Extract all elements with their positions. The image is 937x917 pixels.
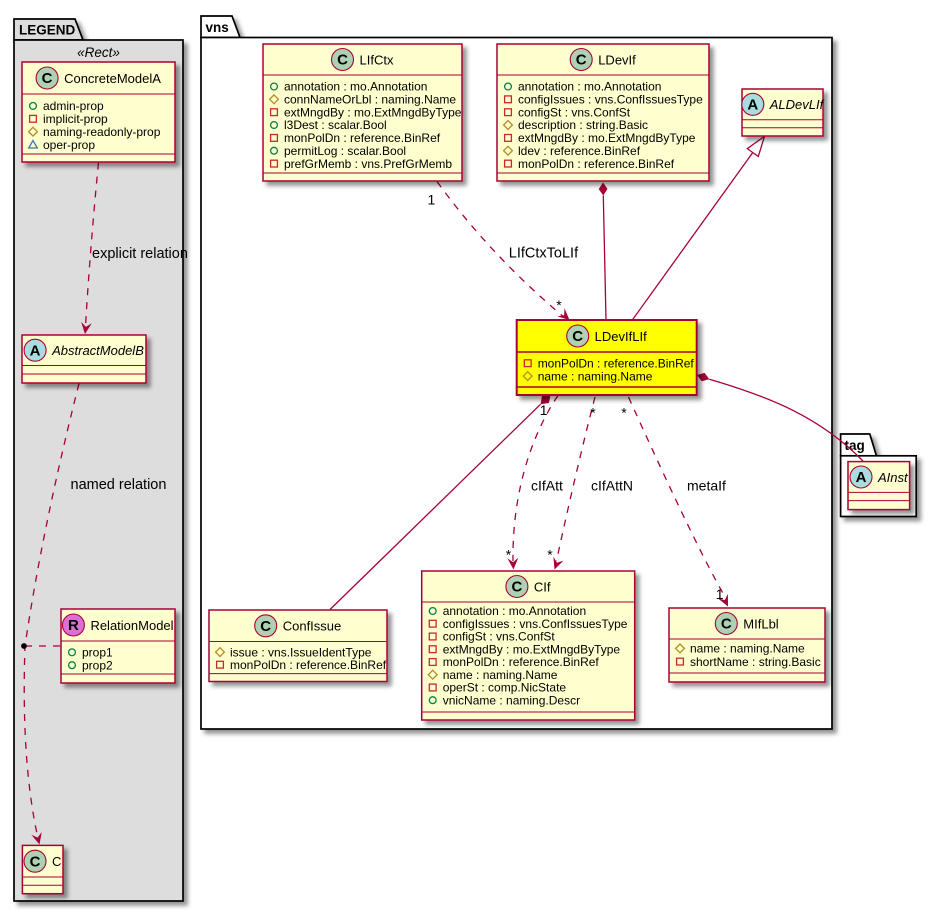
svg-text:l3Dest : scalar.Bool: l3Dest : scalar.Bool <box>284 118 387 132</box>
svg-text:metaIf: metaIf <box>687 478 726 494</box>
svg-text:*: * <box>547 547 553 563</box>
svg-text:extMngdBy : mo.ExtMngdByType: extMngdBy : mo.ExtMngdByType <box>443 642 621 656</box>
svg-text:AbstractModelB: AbstractModelB <box>51 343 144 358</box>
svg-text:permitLog : scalar.Bool: permitLog : scalar.Bool <box>284 144 406 158</box>
svg-text:ConcreteModelA: ConcreteModelA <box>64 71 161 86</box>
svg-text:oper-prop: oper-prop <box>43 138 95 152</box>
svg-text:tag: tag <box>845 438 865 453</box>
svg-text:implicit-prop: implicit-prop <box>43 112 108 126</box>
svg-text:monPolDn : reference.BinRef: monPolDn : reference.BinRef <box>443 655 600 669</box>
svg-text:monPolDn : reference.BinRef: monPolDn : reference.BinRef <box>518 157 675 171</box>
svg-text:1: 1 <box>716 586 724 602</box>
svg-text:C: C <box>511 579 522 596</box>
svg-text:A: A <box>856 469 867 486</box>
svg-text:C: C <box>576 52 587 69</box>
svg-text:configIssues : vns.ConfIssuesT: configIssues : vns.ConfIssuesType <box>443 617 628 631</box>
svg-text:cIfAtt: cIfAtt <box>531 477 563 493</box>
svg-text:extMngdBy : mo.ExtMngdByType: extMngdBy : mo.ExtMngdByType <box>518 131 696 145</box>
svg-text:1: 1 <box>540 402 548 418</box>
svg-text:LIfCtxToLIf: LIfCtxToLIf <box>509 245 579 261</box>
svg-text:monPolDn : reference.BinRef: monPolDn : reference.BinRef <box>284 131 441 145</box>
svg-text:LEGEND: LEGEND <box>19 23 76 38</box>
svg-text:LDevIfLIf: LDevIfLIf <box>595 329 647 344</box>
svg-text:annotation : mo.Annotation: annotation : mo.Annotation <box>518 80 661 94</box>
svg-text:C: C <box>30 853 41 870</box>
svg-text:C: C <box>52 854 61 869</box>
svg-text:monPolDn : reference.BinRef: monPolDn : reference.BinRef <box>538 356 695 370</box>
svg-text:prefGrMemb : vns.PrefGrMemb: prefGrMemb : vns.PrefGrMemb <box>284 157 452 171</box>
svg-text:*: * <box>506 547 512 563</box>
svg-text:configSt : vns.ConfSt: configSt : vns.ConfSt <box>518 105 631 119</box>
svg-text:*: * <box>590 405 596 421</box>
svg-text:ALDevLIf: ALDevLIf <box>769 97 825 112</box>
svg-text:A: A <box>30 342 41 359</box>
svg-text:cIfAttN: cIfAttN <box>591 477 633 493</box>
svg-text:*: * <box>621 405 627 421</box>
svg-text:LIfCtx: LIfCtx <box>360 52 394 67</box>
svg-text:configSt : vns.ConfSt: configSt : vns.ConfSt <box>443 630 556 644</box>
svg-text:named relation: named relation <box>71 477 167 493</box>
svg-text:ldev : reference.BinRef: ldev : reference.BinRef <box>518 144 641 158</box>
svg-text:C: C <box>337 52 348 69</box>
svg-text:monPolDn : reference.BinRef: monPolDn : reference.BinRef <box>230 658 387 672</box>
svg-text:operSt : comp.NicState: operSt : comp.NicState <box>443 681 567 695</box>
svg-text:connNameOrLbl : naming.Name: connNameOrLbl : naming.Name <box>284 93 456 107</box>
svg-text:name : naming.Name: name : naming.Name <box>690 642 805 656</box>
svg-text:MIfLbl: MIfLbl <box>743 616 779 631</box>
svg-text:RelationModel: RelationModel <box>90 618 173 633</box>
svg-text:C: C <box>572 328 583 345</box>
svg-text:R: R <box>68 617 79 634</box>
svg-text:1: 1 <box>428 192 436 208</box>
svg-text:shortName : string.Basic: shortName : string.Basic <box>690 655 821 669</box>
svg-text:AInst: AInst <box>877 470 909 485</box>
svg-text:name : naming.Name: name : naming.Name <box>538 369 653 383</box>
svg-text:CIf: CIf <box>534 579 551 594</box>
svg-text:vns: vns <box>206 20 229 35</box>
svg-text:A: A <box>747 97 758 114</box>
svg-text:name : naming.Name: name : naming.Name <box>443 668 558 682</box>
svg-text:issue : vns.IssueIdentType: issue : vns.IssueIdentType <box>230 645 372 659</box>
svg-text:annotation : mo.Annotation: annotation : mo.Annotation <box>284 80 427 94</box>
svg-text:«Rect»: «Rect» <box>77 45 120 60</box>
svg-text:explicit relation: explicit relation <box>92 246 188 262</box>
svg-text:vnicName : naming.Descr: vnicName : naming.Descr <box>443 693 580 707</box>
svg-text:*: * <box>556 297 562 313</box>
svg-text:description : string.Basic: description : string.Basic <box>518 118 648 132</box>
svg-text:naming-readonly-prop: naming-readonly-prop <box>43 125 161 139</box>
svg-text:extMngdBy : mo.ExtMngdByType: extMngdBy : mo.ExtMngdByType <box>284 105 462 119</box>
svg-text:C: C <box>260 618 271 635</box>
svg-text:configIssues : vns.ConfIssuesT: configIssues : vns.ConfIssuesType <box>518 93 703 107</box>
svg-text:C: C <box>42 70 53 87</box>
svg-text:annotation : mo.Annotation: annotation : mo.Annotation <box>443 604 586 618</box>
svg-text:C: C <box>721 616 732 633</box>
svg-text:prop1: prop1 <box>82 646 113 660</box>
svg-text:admin-prop: admin-prop <box>43 99 104 113</box>
svg-text:prop2: prop2 <box>82 658 113 672</box>
svg-text:ConfIssue: ConfIssue <box>283 619 342 634</box>
svg-text:LDevIf: LDevIf <box>598 52 636 67</box>
